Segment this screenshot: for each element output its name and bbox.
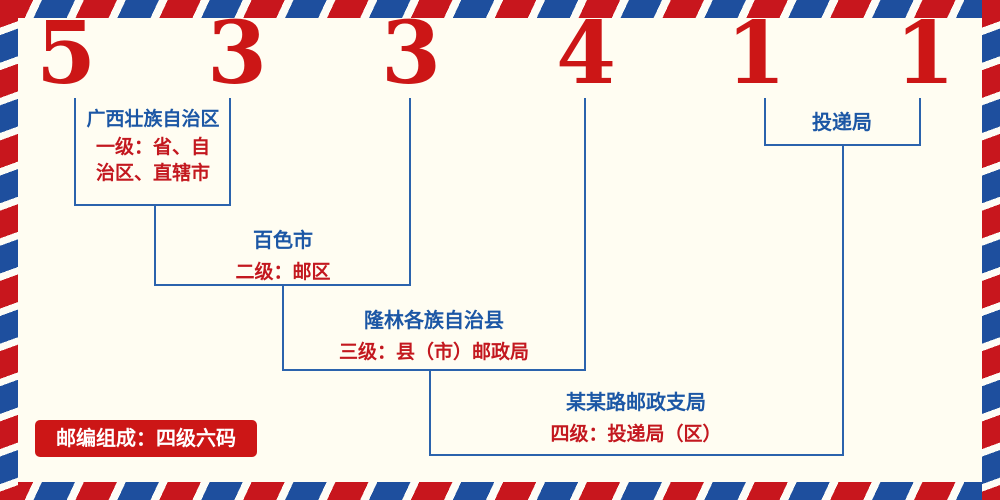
- level1-desc-line1: 一级：省、自: [95, 136, 210, 158]
- postal-digit-4: 4: [556, 3, 616, 104]
- airmail-border-bottom: [0, 482, 1000, 500]
- postal-digit-5: 1: [726, 3, 786, 104]
- level2-city-name: 百色市: [253, 228, 313, 252]
- level4-office-name: 某某路邮政支局: [566, 390, 706, 414]
- label-level3: 隆林各族自治县 三级：县（市）邮政局: [309, 306, 559, 366]
- level1-region-name: 广西壮族自治区: [86, 108, 220, 130]
- postal-digit-2: 3: [207, 3, 267, 104]
- postal-digit-6: 1: [895, 3, 955, 104]
- airmail-border-top: [0, 0, 1000, 18]
- label-level1: 广西壮族自治区 一级：省、自 治区、直辖市: [75, 106, 231, 186]
- postal-digit-1: 5: [36, 3, 96, 104]
- airmail-border-right: [982, 0, 1000, 500]
- postal-code-composition-badge: 邮编组成：四级六码: [35, 420, 257, 457]
- level1-desc-line2: 治区、直辖市: [95, 162, 210, 184]
- label-level4: 某某路邮政支局 四级：投递局（区）: [511, 388, 761, 448]
- airmail-border-left: [0, 0, 18, 500]
- level3-desc: 三级：县（市）邮政局: [338, 341, 529, 363]
- level2-desc: 二级：邮区: [235, 261, 331, 283]
- postal-digit-3: 3: [381, 3, 441, 104]
- label-level2: 百色市 二级：邮区: [183, 226, 383, 286]
- label-delivery-office: 投递局: [767, 108, 917, 136]
- level3-county-name: 隆林各族自治县: [364, 308, 504, 332]
- delivery-office-name: 投递局: [812, 110, 872, 134]
- level4-desc: 四级：投递局（区）: [550, 423, 722, 445]
